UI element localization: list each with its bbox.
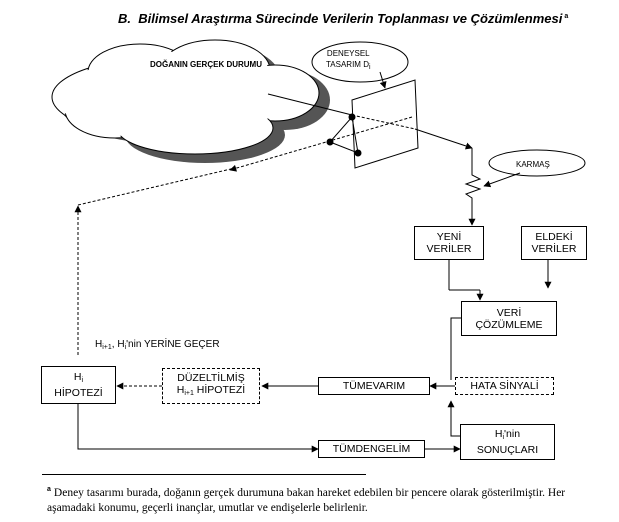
noise-bubble — [488, 149, 586, 177]
analysis-line1: VERİ — [496, 306, 522, 319]
design-pointer — [379, 71, 387, 89]
noise-label: KARMAŞ — [516, 160, 550, 169]
induction-box: TÜMEVARIM — [318, 377, 430, 395]
title-text: Bilimsel Araştırma Sürecinde Verilerin T… — [138, 11, 563, 26]
new-data-line1: YENİ — [436, 231, 462, 243]
node-dot — [326, 138, 334, 146]
design-bubble-label: DENEYSEL TASARIM Di — [326, 48, 371, 73]
cloud-label: DOĞANIN GERÇEK DURUMU — [150, 60, 262, 69]
design-bubble — [311, 41, 409, 83]
left-dashed-loop — [77, 167, 236, 355]
consequences-box: Hi'nin SONUÇLARI — [460, 424, 555, 460]
title-prefix: B. — [118, 11, 131, 26]
observation-line-inner — [351, 114, 416, 130]
return-dashed-line — [229, 116, 413, 172]
existing-data-line2: VERİLER — [531, 243, 577, 255]
hypothesis-to-deduction — [77, 403, 319, 453]
footnote-marker: a — [47, 486, 51, 493]
design-line2: TASARIM Di — [326, 60, 371, 71]
consequences-line1: Hi'nin — [494, 428, 521, 441]
deduction-box: TÜMDENGELİM — [318, 440, 425, 458]
corrected-line1: DÜZELTİLMİŞ — [177, 372, 245, 384]
footnote-divider — [42, 474, 366, 475]
error-signal-box: HATA SİNYALİ — [455, 377, 554, 395]
noise-zigzag — [464, 148, 482, 226]
consequences-line2: SONUÇLARI — [476, 444, 539, 456]
consequences-to-error — [447, 400, 460, 437]
corrected-hypothesis-box: DÜZELTİLMİŞ Hi+1 HİPOTEZİ — [162, 368, 260, 404]
analysis-to-error — [450, 317, 461, 378]
existing-data-line1: ELDEKİ — [535, 231, 573, 243]
replace-note: Hi+1, Hi'nin YERİNE GEÇER — [95, 339, 220, 351]
title-footnote-marker: a — [564, 12, 569, 20]
new-data-box: YENİ VERİLER — [414, 226, 484, 260]
noise-pointer — [483, 172, 521, 188]
observation-line — [267, 93, 353, 116]
node-dot — [348, 113, 356, 121]
hypothesis-box: Hi HİPOTEZİ — [41, 366, 116, 404]
analysis-line2: ÇÖZÜMLEME — [475, 318, 543, 331]
diagram-title: B. Bilimsel Araştırma Sürecinde Verileri… — [118, 11, 568, 26]
deduction-label: TÜMDENGELİM — [332, 443, 411, 455]
error-signal-label: HATA SİNYALİ — [470, 380, 539, 392]
analysis-box: VERİ ÇÖZÜMLEME — [461, 301, 557, 336]
new-data-line2: VERİLER — [426, 243, 472, 255]
induction-label: TÜMEVARIM — [342, 380, 406, 392]
hypothesis-line2: HİPOTEZİ — [54, 387, 103, 399]
design-line1: DENEYSEL — [326, 49, 370, 58]
design-window — [351, 79, 419, 169]
cloud-fill — [54, 42, 317, 152]
observation-line-out — [414, 128, 473, 150]
existing-data-box: ELDEKİ VERİLER — [521, 226, 587, 260]
corrected-line2: Hi+1 HİPOTEZİ — [176, 384, 246, 397]
footnote-text: Deney tasarımı burada, doğanın gerçek du… — [47, 486, 566, 514]
hypothesis-line1: Hi — [73, 371, 84, 384]
node-dot — [354, 149, 362, 157]
window-frame — [329, 115, 359, 154]
